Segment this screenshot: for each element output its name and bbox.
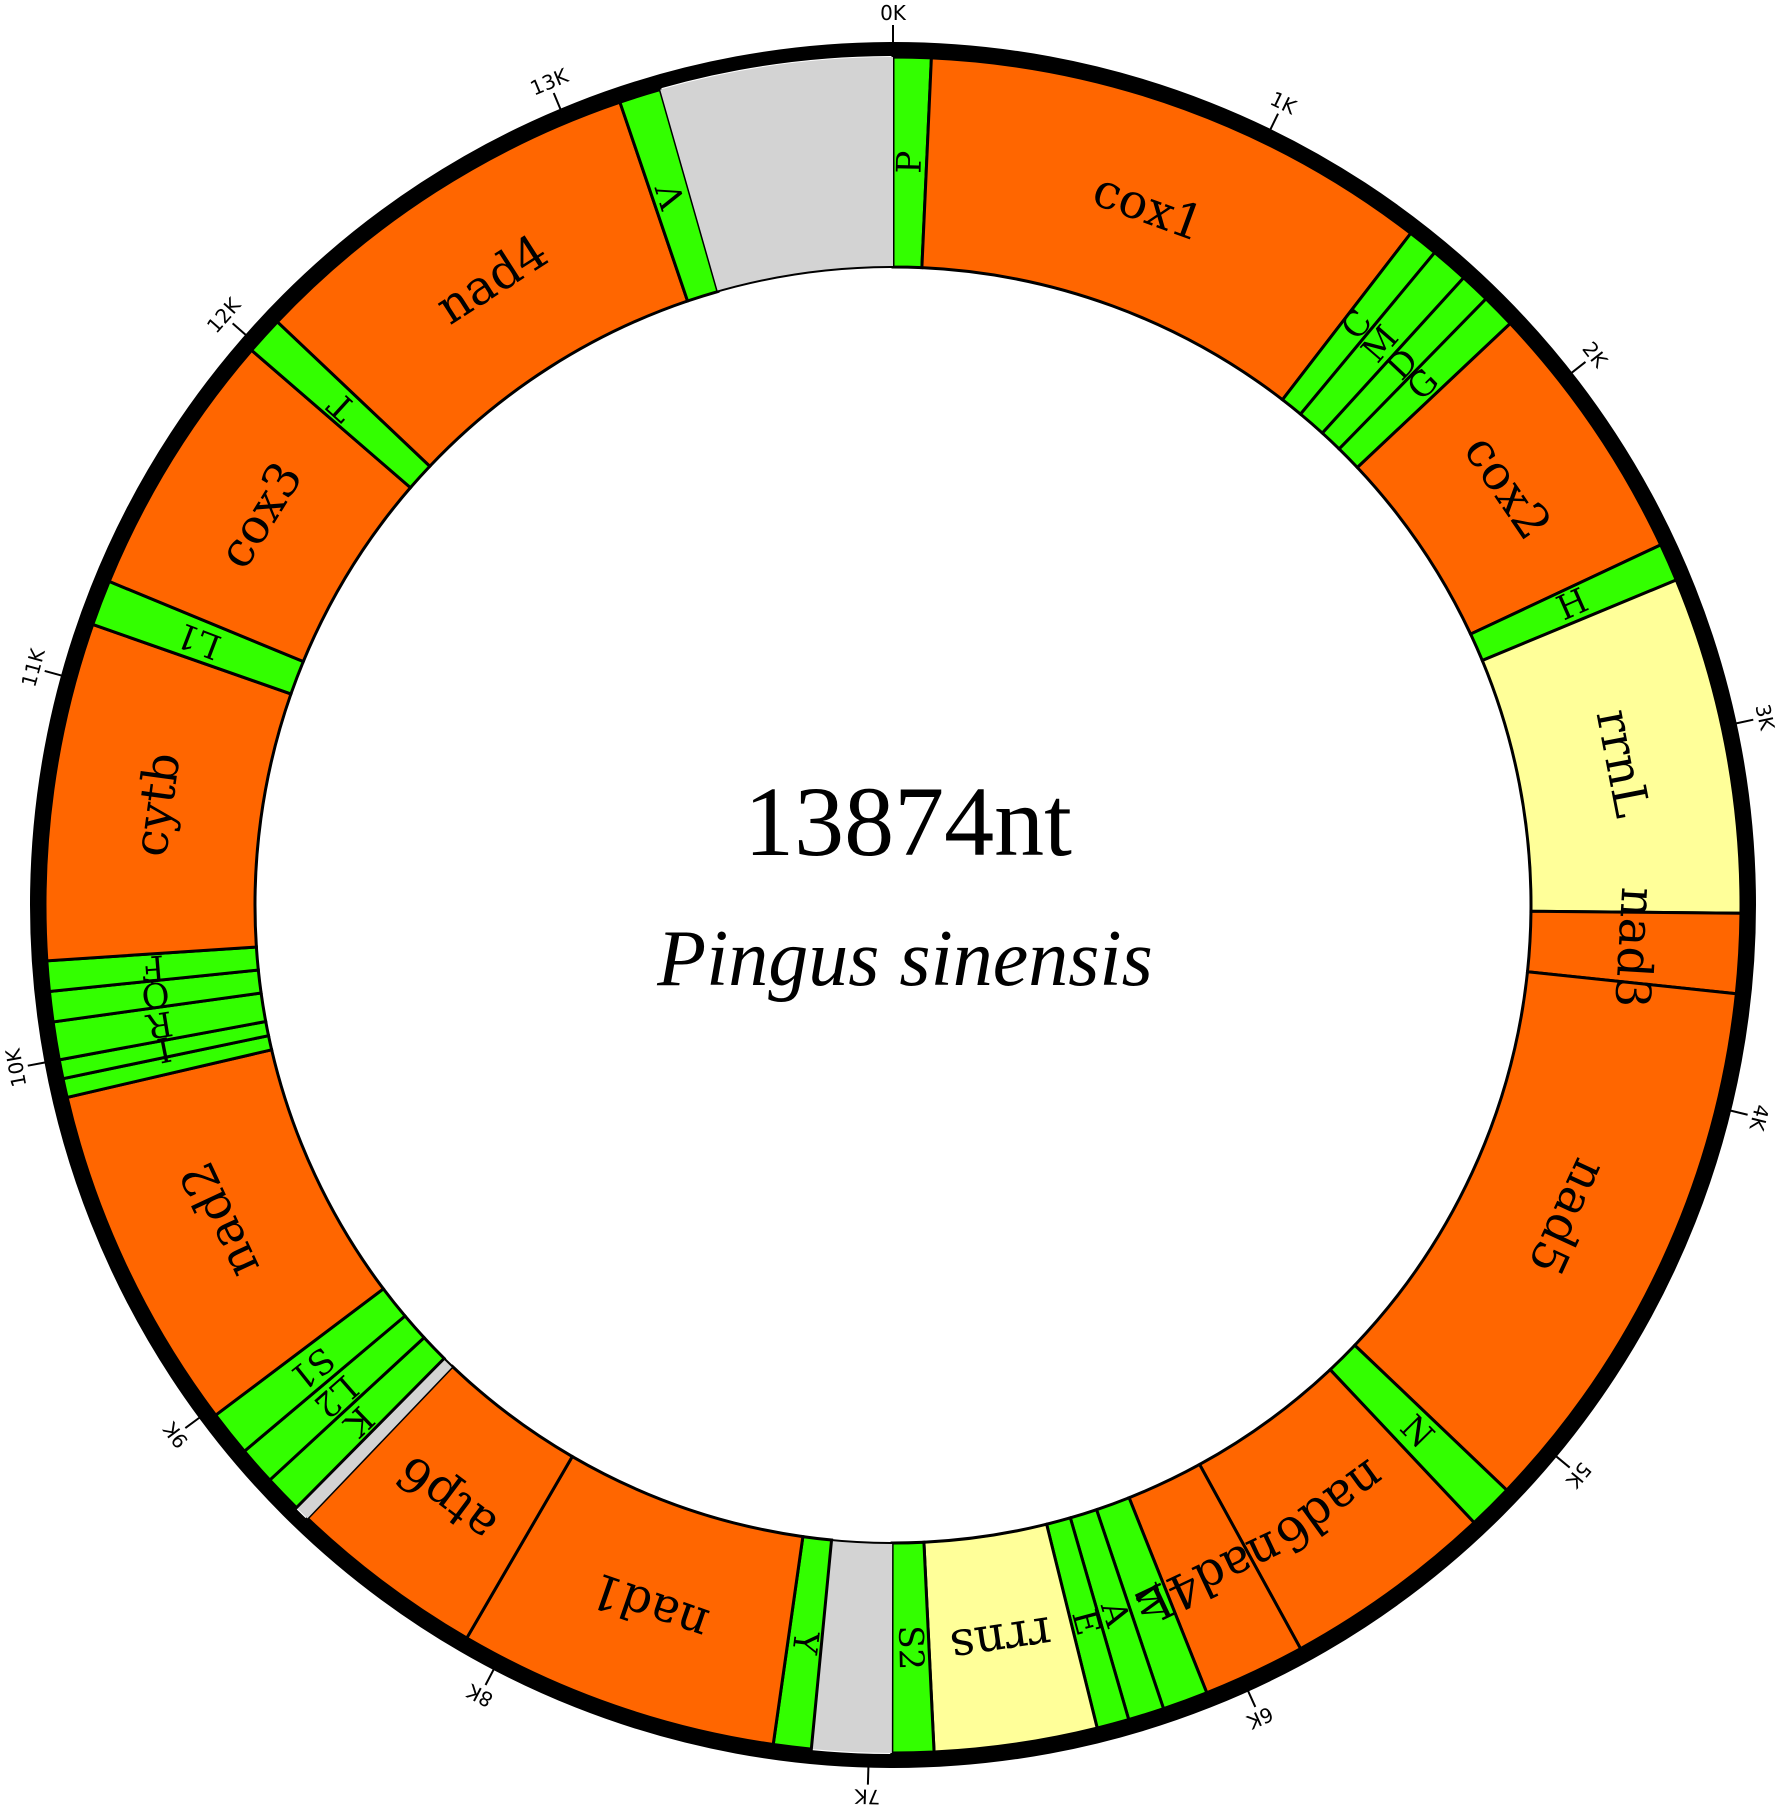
tick-6k <box>1246 1690 1257 1708</box>
label-cytb: cytb <box>122 749 192 860</box>
tick-7k <box>866 1766 870 1785</box>
tick-10k <box>27 1061 46 1067</box>
tick-label-1k: 1K <box>1266 86 1301 119</box>
tick-3k <box>1735 718 1754 725</box>
tick-label-6k: 6K <box>1243 1702 1277 1735</box>
tick-label-9k: 9K <box>158 1417 193 1453</box>
segment-noncoding-19 <box>811 1540 893 1753</box>
ring-outline <box>30 42 1756 1768</box>
tick-9k <box>184 1416 201 1429</box>
label-f: F <box>139 946 166 988</box>
species-name: Pingus sinensis <box>656 915 1153 1003</box>
tick-label-13k: 13K <box>527 63 573 100</box>
tick-8k <box>484 1668 495 1686</box>
center-text: 13874nt Pingus sinensis <box>656 766 1153 1003</box>
tick-label-3k: 3K <box>1751 702 1780 733</box>
tick-label-2k: 2K <box>1577 337 1612 373</box>
tick-5k <box>1555 1455 1571 1469</box>
inner-border <box>254 266 1532 1544</box>
tick-label-5k: 5K <box>1561 1458 1597 1494</box>
segment-noncoding-23 <box>296 1358 453 1519</box>
tick-11k <box>44 669 63 677</box>
label-nad3: nad3 <box>1603 886 1666 1010</box>
label-y: Y <box>783 1628 826 1657</box>
tick-label-10k: 10K <box>1 1046 32 1089</box>
tick-2k <box>1570 361 1587 374</box>
tick-label-4k: 4K <box>1744 1102 1774 1134</box>
label-p: P <box>890 150 931 174</box>
label-q: Q <box>139 973 171 1016</box>
tick-12k <box>231 322 247 336</box>
genome-size-label: 13874nt <box>744 766 1072 877</box>
gene-segments <box>43 55 1743 1755</box>
tick-4k <box>1729 1109 1748 1116</box>
tick-label-12k: 12K <box>202 292 246 337</box>
tick-label-8k: 8K <box>462 1679 497 1713</box>
segment-noncoding-39 <box>660 57 893 292</box>
outer-border <box>30 42 1756 1768</box>
label-s2: S2 <box>890 1625 931 1671</box>
tick-label-11k: 11K <box>16 645 50 689</box>
tick-13k <box>552 92 562 111</box>
tick-1k <box>1269 113 1279 131</box>
tick-label-0k: 0K <box>880 1 907 25</box>
tick-label-7k: 7K <box>853 1784 880 1809</box>
